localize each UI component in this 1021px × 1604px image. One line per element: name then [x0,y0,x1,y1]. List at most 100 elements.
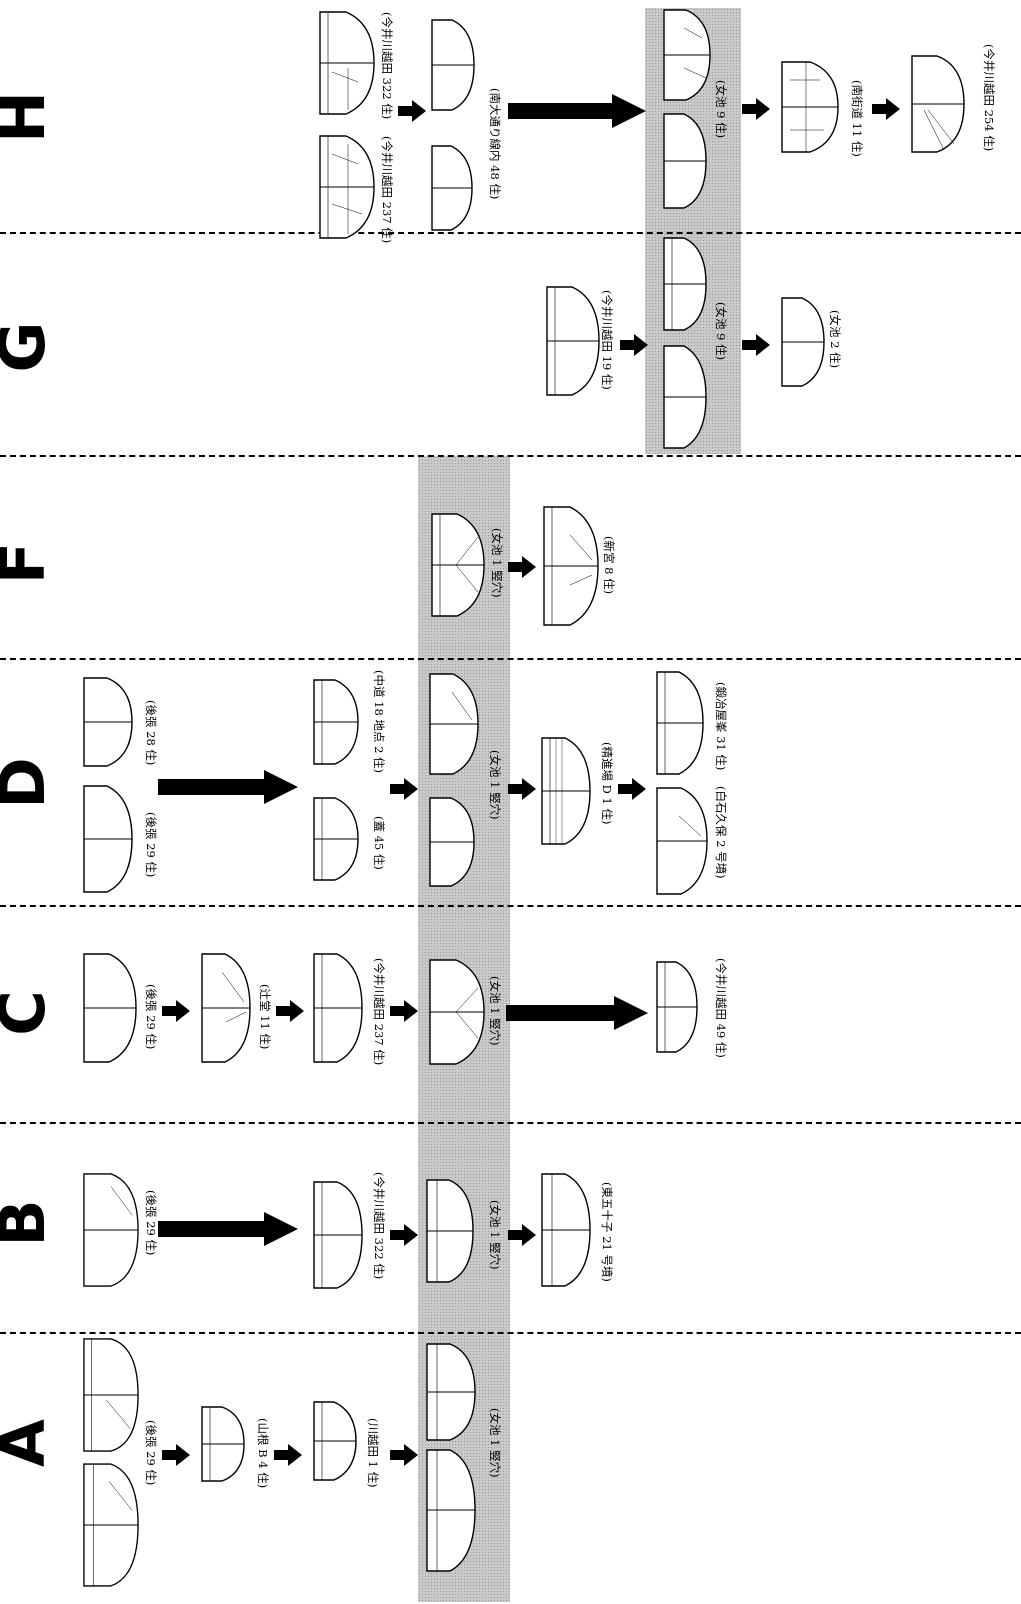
site-label: (女池 1 竪穴) [488,750,502,820]
site-label: (川越田 1 住) [366,1418,380,1488]
site-label: (女池 1 竪穴) [490,528,504,598]
arrow-icon [742,98,770,120]
site-label: (後張 28 住) [144,700,158,766]
pottery-vessel [312,952,364,1064]
arrow-icon [162,1444,190,1466]
pottery-vessel [780,296,826,388]
pottery-vessel [200,1405,246,1483]
arrow-icon [390,1000,418,1022]
arrow-icon [390,1224,418,1246]
site-label: (女池 9 住) [714,302,728,361]
group-letter-h: H [0,82,62,152]
arrow-icon [390,1444,418,1466]
pottery-vessel [312,1180,364,1290]
pottery-vessel [82,1460,140,1590]
group-letter-c: C [0,978,62,1048]
site-label: (東五十子 21 号墳) [600,1182,614,1282]
group-letter-a: A [0,1408,62,1478]
arrow-icon [508,1224,536,1246]
group-letter-g: G [0,312,62,382]
site-label: (蓋 45 住) [372,816,386,870]
pottery-vessel [82,1170,140,1290]
site-label: (今井川越田 49 住) [714,958,728,1058]
group-letter-f: F [0,528,62,598]
arrow-icon [508,778,536,800]
site-label: (後張 29 住) [144,1420,158,1486]
pottery-vessel [655,786,709,896]
pottery-vessel [82,676,134,768]
pottery-vessel [425,1448,477,1573]
site-label: (今井川越田 322 住) [380,12,394,120]
arrow-icon [274,1444,302,1466]
pottery-vessel [430,18,476,112]
site-label: (中道 18 地点 2 住) [372,670,386,774]
group-letter-d: D [0,748,62,818]
pottery-vessel [430,512,486,618]
pottery-vessel [430,144,474,232]
pottery-vessel [910,54,966,154]
pottery-vessel [425,1178,475,1284]
group-divider [0,1332,1021,1334]
site-label: (後張 29 住) [144,812,158,878]
arrow-icon [508,94,646,128]
pottery-vessel [540,1172,592,1288]
arrow-icon [390,778,418,800]
site-label: (後張 29 住) [144,984,158,1050]
pottery-vessel [312,678,360,766]
group-divider [0,232,1021,234]
pottery-vessel [428,672,480,776]
pottery-vessel [545,285,601,397]
site-label: (今井川越田 322 住) [372,1172,386,1280]
pottery-vessel [312,796,360,882]
site-label: (精進場 D 1 住) [600,742,614,825]
pottery-vessel [82,1335,140,1455]
pottery-vessel [428,958,486,1066]
site-label: (女池 2 住) [828,310,842,369]
group-divider [0,658,1021,660]
pottery-vessel [425,1342,477,1442]
pottery-vessel [655,670,705,776]
arrow-icon [742,334,770,356]
arrow-icon [158,770,298,804]
arrow-icon [158,1212,298,1246]
pottery-vessel [200,952,252,1064]
arrow-icon [398,100,426,122]
pottery-vessel [312,1400,358,1482]
pottery-vessel [82,784,134,894]
pottery-vessel [82,952,138,1064]
pottery-vessel [540,736,592,846]
arrow-icon [872,98,900,120]
pottery-vessel [542,505,600,627]
site-label: (辻堂 11 住) [258,984,272,1050]
arrow-icon [618,778,646,800]
site-label: (後張 29 住) [144,1190,158,1256]
pottery-vessel [662,236,708,332]
site-label: (今井川越田 254 住) [982,44,996,152]
site-label: (今井川越田 237 住) [372,958,386,1066]
group-divider [0,455,1021,457]
site-label: (女池 1 竪穴) [488,1200,502,1270]
pottery-vessel [662,344,708,450]
site-label: (女池 9 住) [714,80,728,139]
arrow-icon [276,1000,304,1022]
pottery-vessel [655,960,699,1054]
pottery-vessel [428,796,476,888]
site-label: (女池 1 竪穴) [488,1408,502,1478]
site-label: (南街道 11 住) [850,80,864,157]
group-letter-b: B [0,1188,62,1258]
pottery-vessel [780,60,840,154]
site-label: (今井川越田 237 住) [380,136,394,244]
site-label: (鍛冶屋峯 31 住) [714,682,728,771]
pottery-vessel [662,112,708,210]
site-label: (今井川越田 19 住) [600,290,614,390]
arrow-icon [506,996,648,1030]
site-label: (新宮 8 住) [602,536,616,595]
site-label: (白石久保 2 号墳) [714,786,728,879]
pottery-vessel [662,8,712,102]
arrow-icon [508,556,536,578]
group-divider [0,1122,1021,1124]
arrow-icon [162,1000,190,1022]
pottery-vessel [318,10,376,116]
pottery-vessel [318,134,376,240]
